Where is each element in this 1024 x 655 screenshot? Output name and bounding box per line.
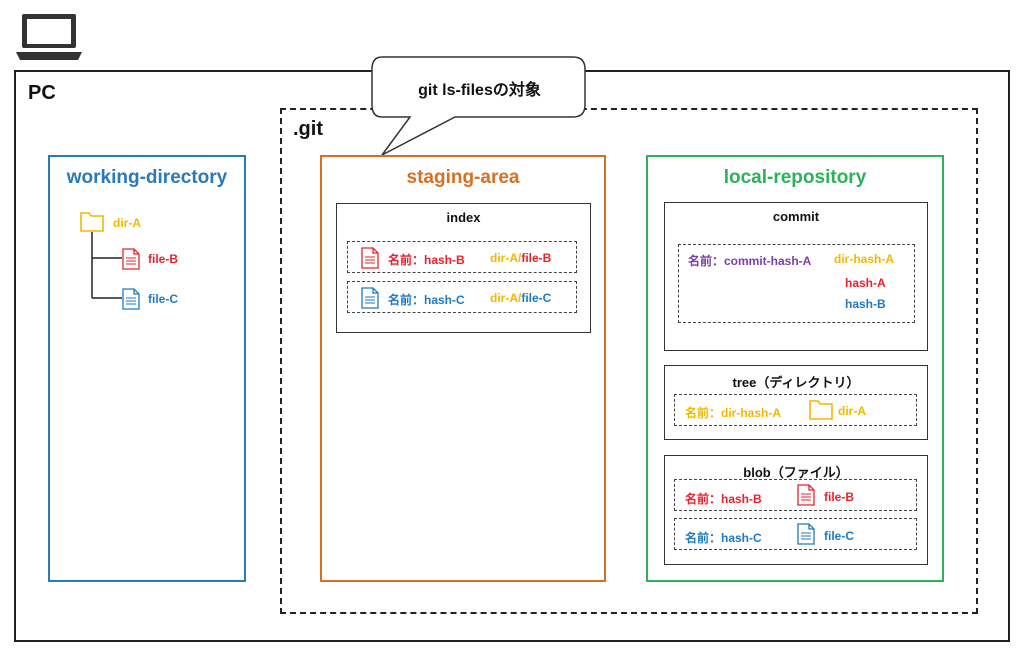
blob-entry-b-file: file-B xyxy=(824,490,854,504)
blob-entry-c xyxy=(674,518,917,550)
tree-entry xyxy=(674,394,917,426)
document-icon xyxy=(122,248,140,270)
working-directory-title: working-directory xyxy=(66,167,228,188)
commit-box: commit xyxy=(664,202,928,351)
blob-entry-b xyxy=(674,479,917,511)
commit-tree-ref: dir-hash-A xyxy=(834,252,894,266)
index-entry-c xyxy=(347,281,577,313)
commit-name: 名前：commit-hash-A xyxy=(688,254,812,268)
pc-label: PC xyxy=(28,82,56,104)
laptop-icon xyxy=(16,14,82,60)
index-entry-c-name: 名前：hash-C xyxy=(388,293,465,307)
document-icon xyxy=(797,523,815,545)
index-title: index xyxy=(446,210,481,225)
working-directory-panel: working-directory xyxy=(48,155,246,582)
index-entry-b xyxy=(347,241,577,273)
document-icon xyxy=(797,484,815,506)
blob-title: blob（ファイル） xyxy=(743,465,849,480)
document-icon xyxy=(361,247,379,269)
index-entry-c-path: dir-A/file-C xyxy=(490,291,551,305)
staging-area-title: staging-area xyxy=(406,167,520,188)
git-container xyxy=(280,108,978,614)
local-repository-title: local-repository xyxy=(723,167,867,188)
index-entry-b-path: dir-A/file-B xyxy=(490,251,551,265)
callout-bubble xyxy=(371,56,586,156)
commit-title: commit xyxy=(772,209,820,224)
index-entry-c-file: file-C xyxy=(521,291,552,305)
folder-icon xyxy=(80,212,104,232)
tree-lines xyxy=(91,232,122,299)
callout-text: git ls-filesの対象 xyxy=(418,82,541,99)
blob-entry-b-name: 名前：hash-B xyxy=(685,492,762,506)
document-icon xyxy=(122,288,140,310)
blob-entry-c-file: file-C xyxy=(824,529,854,543)
commit-blob-a: hash-A xyxy=(845,276,886,290)
tree-title: tree（ディレクトリ） xyxy=(732,375,860,390)
wd-dir-label: dir-A xyxy=(113,216,141,230)
commit-blob-b: hash-B xyxy=(845,297,886,311)
wd-file-b: file-B xyxy=(148,252,178,266)
index-entry-b-file: file-B xyxy=(521,251,552,265)
tree-box: tree（ディレクトリ） xyxy=(664,365,928,440)
wd-file-c: file-C xyxy=(148,292,178,306)
git-label: .git xyxy=(293,118,323,140)
tree-name: 名前：dir-hash-A xyxy=(685,406,782,420)
index-entry-b-sep: / xyxy=(518,251,522,265)
index-entry-b-dir: dir-A xyxy=(490,251,518,265)
index-entry-c-sep: / xyxy=(518,291,522,305)
index-entry-c-dir: dir-A xyxy=(490,291,518,305)
index-entry-b-name: 名前：hash-B xyxy=(388,253,465,267)
commit-entry xyxy=(678,244,915,323)
folder-icon xyxy=(809,400,833,420)
blob-entry-c-name: 名前：hash-C xyxy=(685,531,762,545)
tree-dir: dir-A xyxy=(838,404,866,418)
document-icon xyxy=(361,287,379,309)
